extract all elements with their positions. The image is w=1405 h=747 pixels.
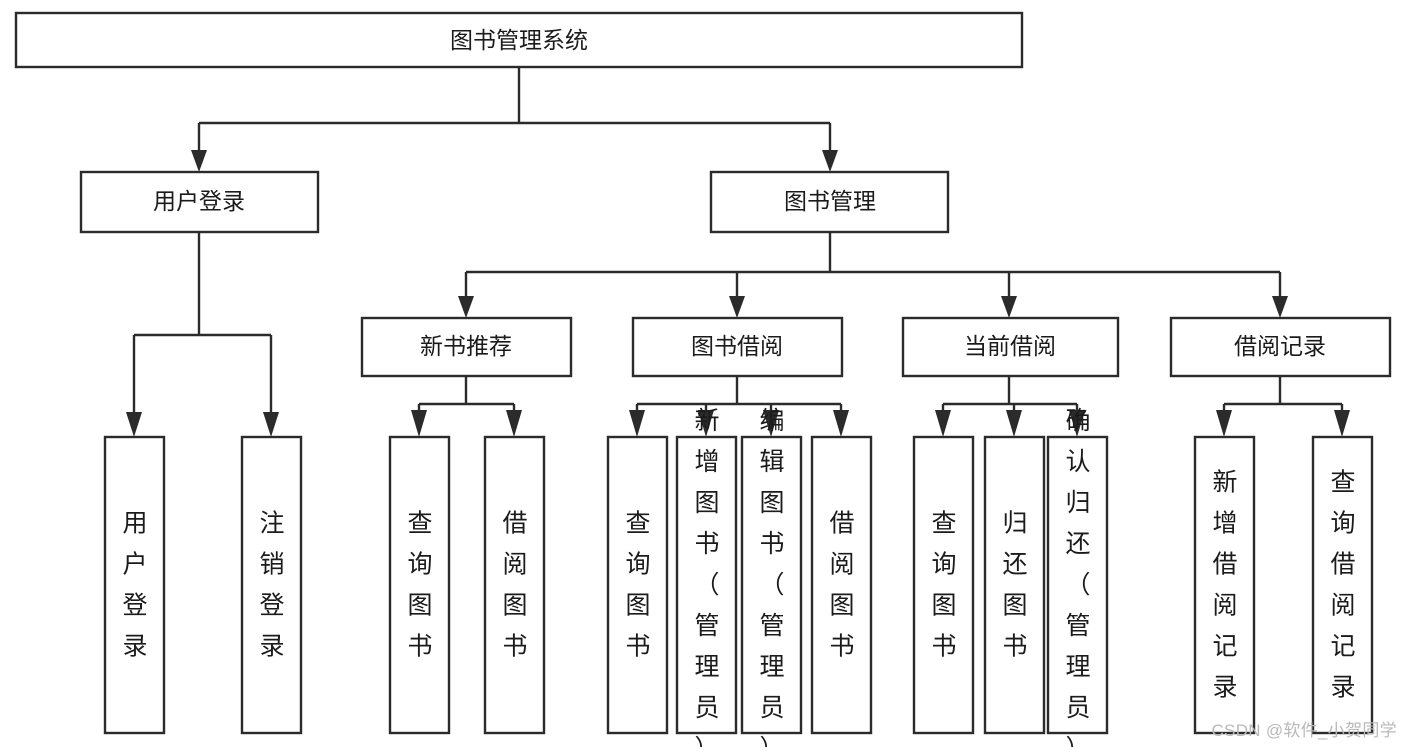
node-leaf-add-record-box[interactable] [1193, 435, 1256, 735]
node-borrow-record-box[interactable] [1169, 316, 1392, 378]
node-leaf-borrow-book-1[interactable]: 借阅图书 [483, 435, 546, 735]
node-root-label: 图书管理系统 [450, 27, 588, 53]
node-leaf-add-book-box[interactable] [675, 435, 738, 735]
arrow-to-leaf-confirm-return [1069, 410, 1085, 437]
node-leaf-borrow-book-1-box[interactable] [483, 435, 546, 735]
node-leaf-return-book[interactable]: 归还图书 [983, 435, 1046, 735]
node-leaf-query-book-2[interactable]: 查询图书 [606, 435, 669, 735]
watermark-label: CSDN @软件_小贺同学 [1211, 721, 1397, 740]
node-borrow-record-label: 借阅记录 [1234, 333, 1326, 359]
connector-group-root [191, 67, 838, 172]
node-leaf-edit-book-label: 编辑图书（管理员） [759, 407, 784, 747]
node-root[interactable]: 图书管理系统 [14, 11, 1024, 69]
arrow-to-current-borrow [1001, 296, 1017, 318]
node-current-borrow-box[interactable] [901, 316, 1120, 378]
node-current-borrow[interactable]: 当前借阅 [901, 316, 1120, 378]
node-current-borrow-label: 当前借阅 [964, 333, 1056, 359]
arrow-to-leaf-return-book [1006, 410, 1022, 437]
node-book-manage-box[interactable] [709, 170, 950, 234]
arrow-to-leaf-query-book-1 [411, 410, 427, 437]
node-leaf-user-login-label: 用户登录 [122, 510, 147, 661]
arrow-to-leaf-user-login [126, 412, 142, 437]
node-user-login-box[interactable] [79, 170, 320, 234]
node-user-login-label: 用户登录 [153, 188, 245, 214]
node-leaf-return-book-label: 归还图书 [1002, 510, 1027, 661]
node-book-borrow[interactable]: 图书借阅 [631, 316, 844, 378]
arrow-to-leaf-borrow-book-2 [833, 410, 849, 437]
node-leaf-add-book[interactable]: 新增图书（管理员） [675, 407, 738, 747]
node-user-login[interactable]: 用户登录 [79, 170, 320, 234]
connector-group-user-login [126, 232, 279, 437]
node-leaf-query-record[interactable]: 查询借阅记录 [1311, 435, 1374, 735]
arrow-to-leaf-query-book-2 [629, 410, 645, 437]
arrow-to-new-book-recommend [458, 296, 474, 318]
arrow-root-to-user-login [191, 150, 207, 172]
arrow-root-to-book-manage [822, 150, 838, 172]
connector-group-borrow-record [1216, 376, 1350, 437]
arrow-to-leaf-borrow-book-1 [506, 410, 522, 437]
node-leaf-user-login[interactable]: 用户登录 [103, 435, 166, 735]
node-leaf-borrow-book-2-box[interactable] [810, 435, 873, 735]
node-leaf-confirm-return[interactable]: 确认归还（管理员） [1046, 407, 1109, 747]
connector-group-current-borrow [935, 376, 1085, 437]
arrow-to-borrow-record [1272, 296, 1288, 318]
arrow-to-leaf-query-book-3 [935, 410, 951, 437]
node-leaf-confirm-return-label: 确认归还（管理员） [1065, 407, 1090, 747]
node-leaf-query-book-1[interactable]: 查询图书 [388, 435, 451, 735]
node-leaf-query-record-label: 查询借阅记录 [1330, 469, 1355, 702]
node-leaf-add-record[interactable]: 新增借阅记录 [1193, 435, 1256, 735]
node-leaf-edit-book[interactable]: 编辑图书（管理员） [740, 407, 803, 747]
arrow-to-leaf-add-book [698, 410, 714, 437]
node-leaf-query-record-box[interactable] [1311, 435, 1374, 735]
node-leaf-borrow-book-1-label: 借阅图书 [502, 510, 527, 661]
node-book-borrow-label: 图书借阅 [691, 333, 783, 359]
node-book-borrow-box[interactable] [631, 316, 844, 378]
node-root-box[interactable] [14, 11, 1024, 69]
arrow-to-book-borrow [729, 296, 745, 318]
node-leaf-query-book-3-label: 查询图书 [931, 510, 956, 661]
node-leaf-query-book-2-box[interactable] [606, 435, 669, 735]
node-leaf-confirm-return-box[interactable] [1046, 435, 1109, 735]
node-leaf-add-book-label: 新增图书（管理员） [694, 407, 719, 747]
arrow-to-leaf-add-record [1216, 410, 1232, 437]
node-leaf-query-book-3[interactable]: 查询图书 [912, 435, 975, 735]
node-leaf-add-record-label: 新增借阅记录 [1212, 469, 1237, 702]
node-leaf-query-book-1-box[interactable] [388, 435, 451, 735]
node-book-manage-label: 图书管理 [784, 188, 876, 214]
connector-group-book-borrow [629, 376, 849, 437]
connector-group-book-manage [458, 232, 1288, 318]
arrow-to-leaf-user-logout [263, 412, 279, 437]
arrow-to-leaf-query-record [1334, 410, 1350, 437]
node-new-book-recommend-box[interactable] [360, 316, 573, 378]
node-leaf-user-logout-label: 注销登录 [259, 510, 284, 661]
node-leaf-borrow-book-2[interactable]: 借阅图书 [810, 435, 873, 735]
node-leaf-edit-book-box[interactable] [740, 435, 803, 735]
node-borrow-record[interactable]: 借阅记录 [1169, 316, 1392, 378]
node-leaf-query-book-2-label: 查询图书 [625, 510, 650, 661]
node-leaf-user-login-box[interactable] [103, 435, 166, 735]
node-leaf-borrow-book-2-label: 借阅图书 [829, 510, 854, 661]
node-leaf-query-book-3-box[interactable] [912, 435, 975, 735]
node-leaf-user-logout-box[interactable] [240, 435, 303, 735]
node-new-book-recommend-label: 新书推荐 [420, 333, 512, 359]
node-book-manage[interactable]: 图书管理 [709, 170, 950, 234]
node-leaf-return-book-box[interactable] [983, 435, 1046, 735]
node-new-book-recommend[interactable]: 新书推荐 [360, 316, 573, 378]
node-leaf-query-book-1-label: 查询图书 [407, 510, 432, 661]
arrow-to-leaf-edit-book [763, 410, 779, 437]
connector-group-new-book-recommend [411, 376, 522, 437]
node-leaf-user-logout[interactable]: 注销登录 [240, 435, 303, 735]
